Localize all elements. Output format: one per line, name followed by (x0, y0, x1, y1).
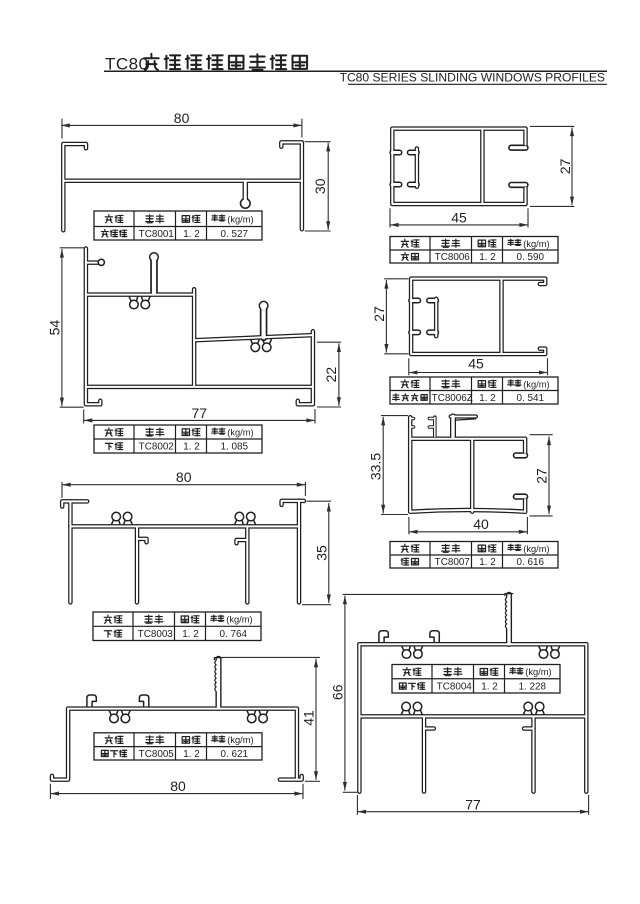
svg-text:(kg/m): (kg/m) (523, 544, 549, 554)
svg-text:1. 2: 1. 2 (183, 442, 199, 453)
svg-text:0. 621: 0. 621 (221, 749, 249, 760)
svg-text:TC8005: TC8005 (139, 749, 175, 760)
svg-text:27: 27 (371, 306, 387, 322)
svg-text:27: 27 (557, 158, 573, 174)
svg-text:TC8004: TC8004 (437, 682, 473, 693)
svg-text:TC8006: TC8006 (435, 252, 471, 263)
svg-text:1. 085: 1. 085 (221, 442, 249, 453)
svg-text:1. 2: 1. 2 (183, 229, 199, 240)
svg-text:54: 54 (46, 320, 62, 336)
svg-text:TC8003: TC8003 (138, 629, 174, 640)
svg-text:1. 2: 1. 2 (182, 629, 198, 640)
svg-text:1. 2: 1. 2 (481, 682, 497, 693)
svg-text:0. 616: 0. 616 (517, 557, 545, 568)
svg-text:TC8007: TC8007 (435, 557, 470, 568)
svg-text:(kg/m): (kg/m) (525, 667, 551, 677)
svg-text:TC80 SERIES SLINDING WINDOWS P: TC80 SERIES SLINDING WINDOWS PROFILES (340, 71, 605, 85)
svg-text:1. 2: 1. 2 (479, 557, 495, 568)
svg-text:80: 80 (174, 110, 190, 126)
svg-text:TC8002: TC8002 (139, 442, 174, 453)
svg-text:0. 541: 0. 541 (517, 393, 545, 404)
svg-text:45: 45 (468, 355, 484, 371)
svg-text:45: 45 (451, 209, 467, 225)
svg-text:1. 2: 1. 2 (479, 393, 495, 404)
svg-text:TC8001: TC8001 (139, 229, 175, 240)
svg-text:0. 764: 0. 764 (220, 629, 248, 640)
svg-text:80: 80 (176, 469, 192, 485)
svg-text:40: 40 (473, 516, 489, 532)
svg-text:1. 2: 1. 2 (183, 749, 199, 760)
svg-text:33.5: 33.5 (368, 453, 384, 480)
svg-text:(kg/m): (kg/m) (227, 214, 253, 224)
svg-text:30: 30 (312, 178, 328, 194)
svg-text:22: 22 (323, 367, 339, 383)
svg-text:27: 27 (534, 468, 550, 484)
svg-text:80: 80 (170, 778, 186, 794)
svg-text:TC80: TC80 (105, 55, 149, 74)
svg-text:TC8006Z: TC8006Z (432, 393, 473, 404)
svg-text:1. 2: 1. 2 (479, 252, 495, 263)
svg-text:(kg/m): (kg/m) (523, 239, 549, 249)
svg-text:(kg/m): (kg/m) (523, 379, 549, 389)
svg-text:77: 77 (465, 796, 481, 812)
svg-text:(kg/m): (kg/m) (226, 615, 252, 625)
svg-text:(kg/m): (kg/m) (227, 428, 253, 438)
svg-text:(kg/m): (kg/m) (227, 735, 253, 745)
svg-text:66: 66 (329, 684, 345, 700)
svg-text:41: 41 (301, 710, 317, 726)
svg-text:1. 228: 1. 228 (519, 682, 547, 693)
svg-text:77: 77 (192, 405, 208, 421)
svg-text:35: 35 (313, 545, 329, 561)
svg-text:0. 527: 0. 527 (221, 229, 248, 240)
svg-text:0. 590: 0. 590 (517, 252, 545, 263)
